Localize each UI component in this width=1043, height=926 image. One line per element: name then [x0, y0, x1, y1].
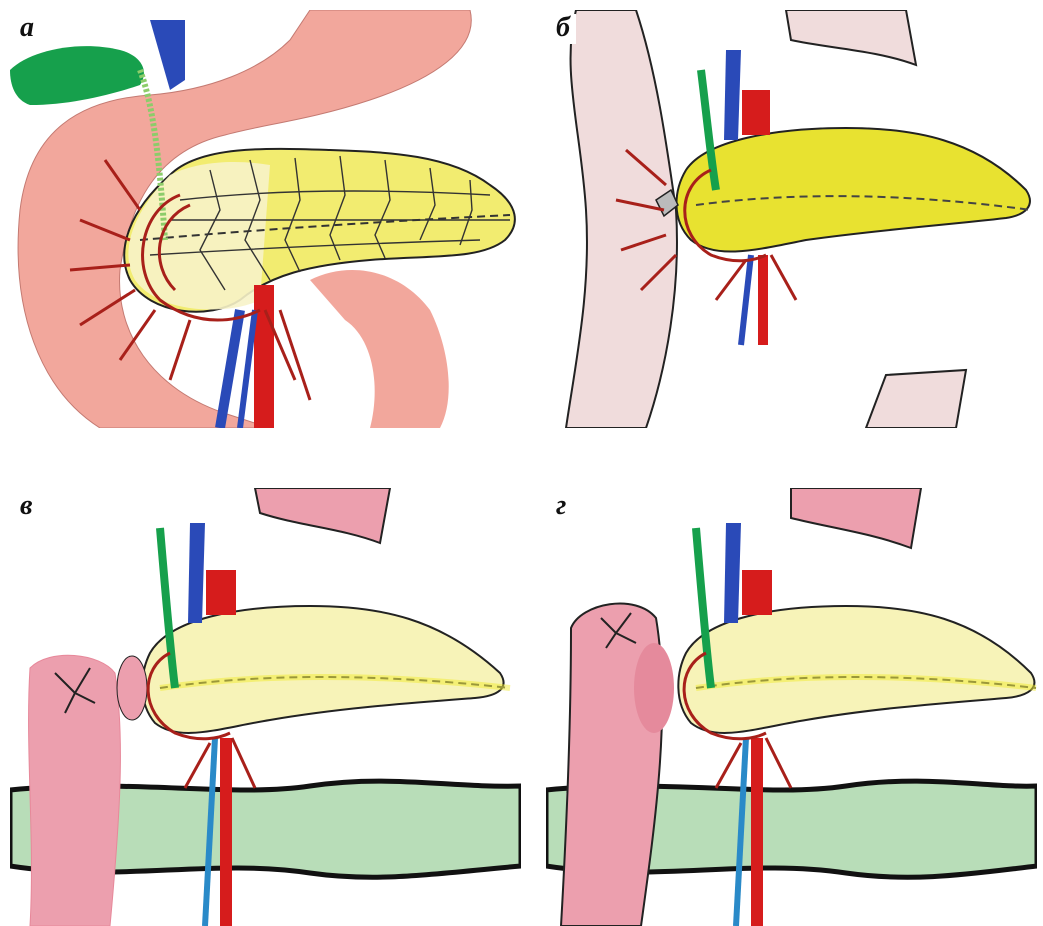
aorta-stump: [742, 570, 772, 615]
panel-a-label: а: [16, 14, 40, 44]
portal-vein: [188, 523, 205, 623]
panel-d: г: [546, 488, 1037, 926]
diagram-reconstruction-stage-c: [10, 488, 521, 926]
aorta: [254, 285, 274, 428]
bowel-stump-bottom: [866, 370, 966, 428]
aorta: [220, 738, 232, 926]
pancreas: [676, 128, 1029, 252]
aorta-stump: [742, 90, 770, 135]
diagram-resection-stage-b: [546, 10, 1037, 428]
anastomosis-stump: [117, 656, 147, 720]
bowel-stump-top: [786, 10, 916, 65]
panel-b-label: б: [552, 14, 576, 44]
panel-a: а: [10, 10, 521, 428]
aorta: [758, 255, 768, 345]
mesenteric-vein: [220, 310, 240, 428]
diagram-reconstruction-stage-d: [546, 488, 1037, 926]
bowel-stump-top: [791, 488, 921, 548]
portal-vein: [724, 50, 741, 140]
portal-vein: [150, 20, 185, 90]
pancreas: [142, 606, 503, 733]
aorta-stump: [206, 570, 236, 615]
mesenteric-vein: [741, 255, 751, 345]
panel-c-label: в: [16, 492, 39, 522]
panel-b: б: [546, 10, 1037, 428]
portal-vein: [724, 523, 741, 623]
jejunum-loop: [310, 270, 449, 428]
panel-c: в: [10, 488, 521, 926]
mesenteric-vein-2: [240, 310, 255, 428]
diagram-pancreas-anatomy: [10, 10, 521, 428]
pancreas: [678, 606, 1034, 733]
aorta: [751, 738, 763, 926]
duodenum-segment: [566, 10, 677, 428]
anastomosis-bulge: [634, 643, 674, 733]
bowel-stump-top: [255, 488, 390, 543]
gallbladder: [10, 46, 144, 105]
panel-d-label: г: [552, 492, 572, 522]
